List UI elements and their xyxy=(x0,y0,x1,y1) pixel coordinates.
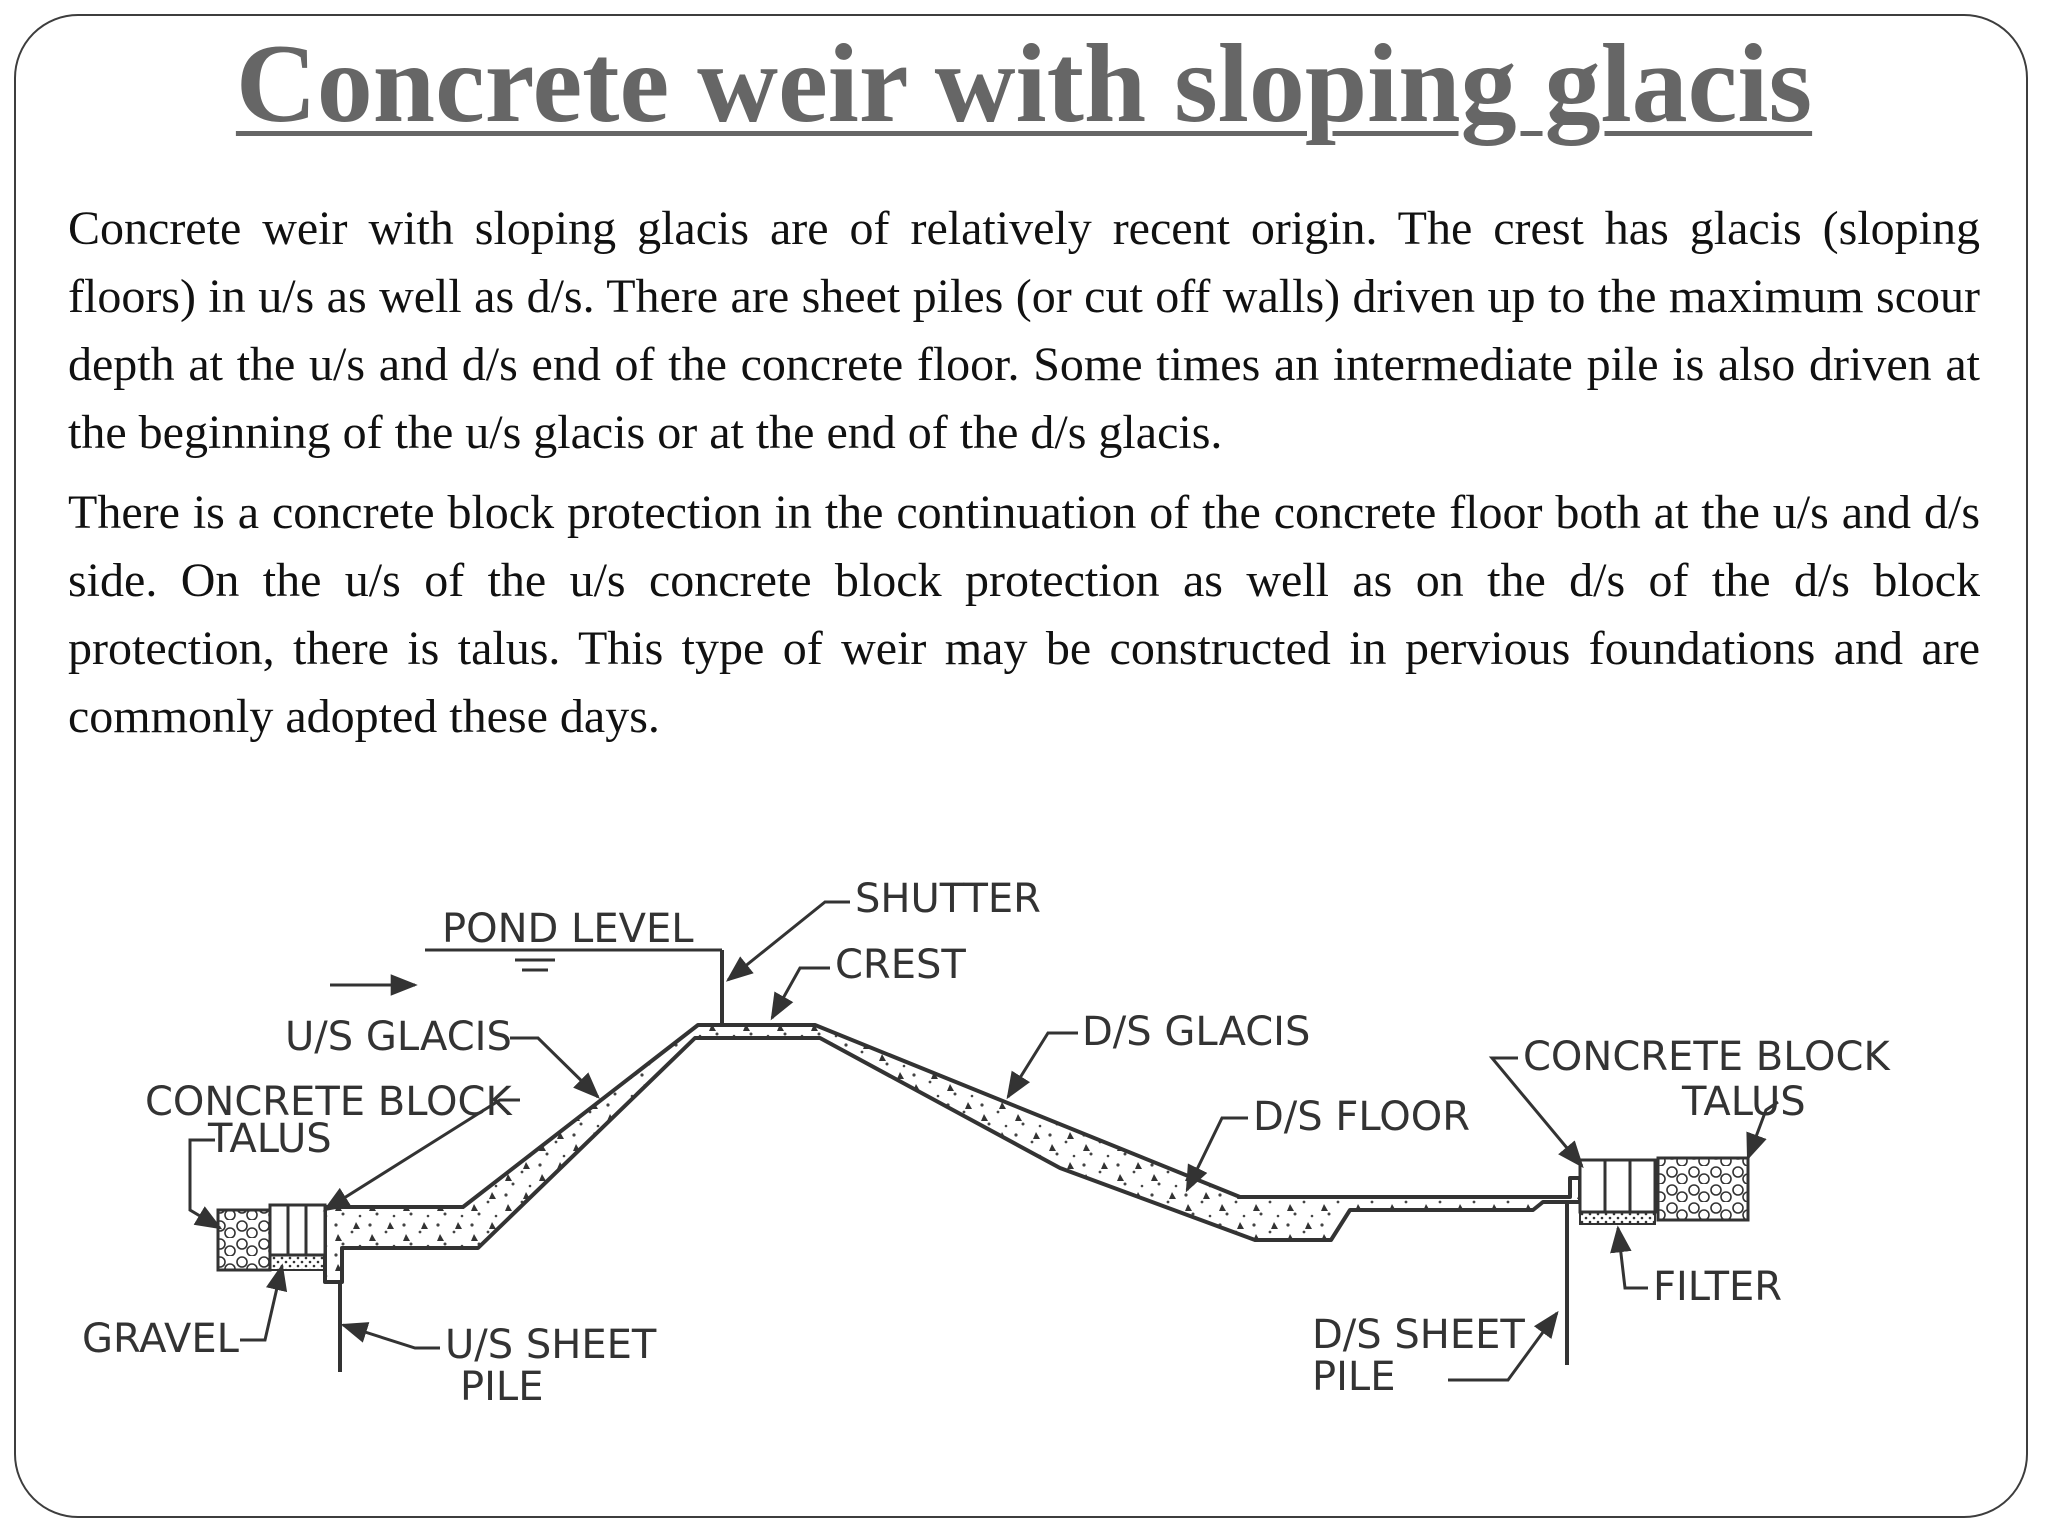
ds-glacis-label: D/S GLACIS xyxy=(1082,1009,1310,1055)
shutter-label: SHUTTER xyxy=(855,876,1041,922)
us-sheet-pile-label-2: PILE xyxy=(460,1364,543,1410)
shutter-leader xyxy=(725,900,850,982)
ds-concrete-block-label: CONCRETE BLOCK xyxy=(1523,1034,1891,1080)
gravel-leader xyxy=(240,1263,288,1342)
us-glacis-label: U/S GLACIS xyxy=(285,1014,512,1060)
us-sheet-pile-leader xyxy=(340,1322,440,1350)
slide-frame xyxy=(14,14,2028,1518)
ds-sheet-pile-label-1: D/S SHEET xyxy=(1312,1312,1525,1358)
gravel-label: GRAVEL xyxy=(82,1316,240,1362)
ds-concrete-block-leader xyxy=(1488,1056,1584,1169)
water-level-icon xyxy=(515,958,555,972)
us-concrete-block-label: CONCRETE BLOCK xyxy=(145,1079,513,1125)
crest-leader xyxy=(770,966,830,1021)
ds-floor-label: D/S FLOOR xyxy=(1253,1094,1470,1140)
slide-title: Concrete weir with sloping glacis xyxy=(235,22,1813,146)
ds-talus xyxy=(1656,1156,1750,1222)
paragraph-2: There is a concrete block protection in … xyxy=(68,486,1980,743)
ds-sheet-pile-leader xyxy=(1448,1310,1559,1382)
us-talus xyxy=(216,1208,272,1272)
us-talus-label: TALUS xyxy=(207,1116,332,1162)
pond-level-label: POND LEVEL xyxy=(442,906,694,952)
weir-body xyxy=(323,1023,1582,1284)
ds-sheet-pile-label-2: PILE xyxy=(1312,1354,1395,1400)
ds-glacis-leader xyxy=(1006,1031,1078,1100)
filter-label: FILTER xyxy=(1653,1264,1782,1310)
us-concrete-block xyxy=(268,1203,327,1271)
crest-label: CREST xyxy=(835,942,966,988)
weir-diagram: POND LEVEL SHUTTER CREST U/S GLACIS CONC… xyxy=(82,876,1891,1410)
us-sheet-pile-label-1: U/S SHEET xyxy=(445,1322,657,1368)
us-glacis-leader xyxy=(510,1036,600,1099)
us-talus-leader xyxy=(188,1138,223,1230)
filter-leader xyxy=(1610,1225,1648,1290)
us-concrete-block-leader xyxy=(322,1098,520,1212)
ds-talus-label: TALUS xyxy=(1681,1079,1806,1125)
slide-body: Concrete weir with sloping glacis are of… xyxy=(68,195,1980,763)
ds-floor-leader xyxy=(1185,1116,1248,1193)
paragraph-1: Concrete weir with sloping glacis are of… xyxy=(68,202,1980,459)
ds-concrete-block xyxy=(1578,1158,1657,1225)
ds-talus-leader xyxy=(1746,1100,1779,1161)
